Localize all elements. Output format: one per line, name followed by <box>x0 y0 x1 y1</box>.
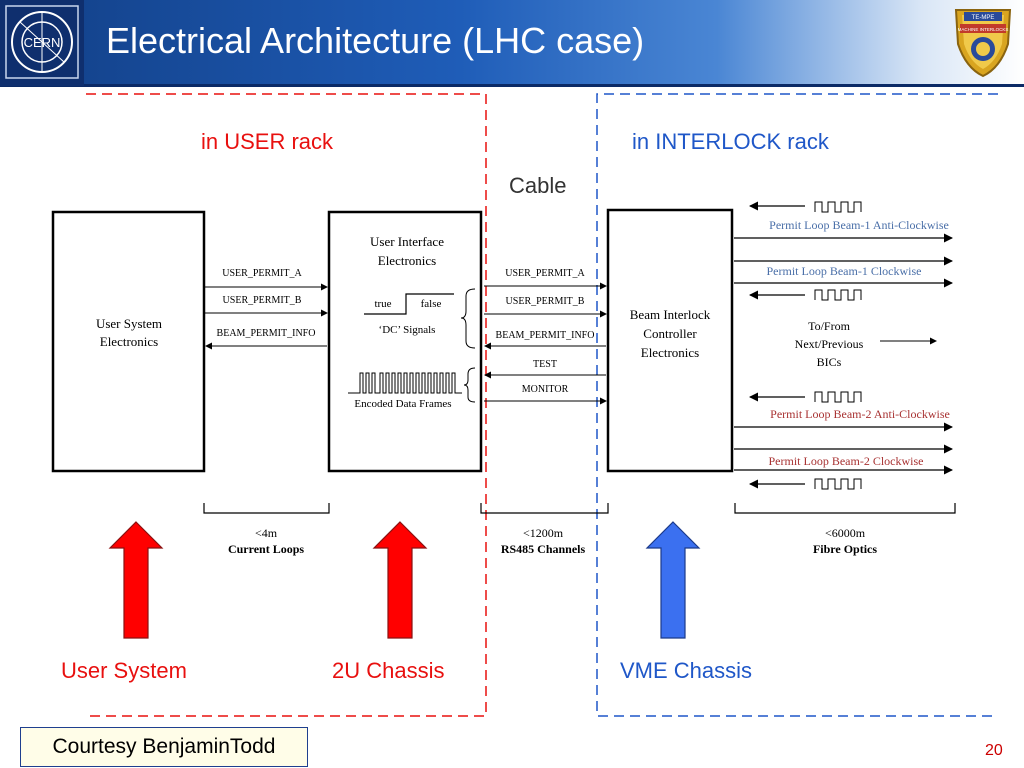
signal-label: MONITOR <box>522 384 569 395</box>
vme-chassis-caption: VME Chassis <box>620 658 753 683</box>
cern-logo-text: CERN <box>24 35 61 50</box>
loop-label-b1-anticlockwise: Permit Loop Beam-1 Anti-Clockwise <box>769 218 949 232</box>
chassis-2u-arrow-icon <box>372 521 428 639</box>
signal-label: BEAM_PERMIT_INFO <box>496 330 595 341</box>
span-fibre-distance: <6000m <box>825 526 866 540</box>
to-from-label: BICs <box>817 355 842 369</box>
interlock-rack-label: in INTERLOCK rack <box>632 129 829 154</box>
pulse-train <box>814 478 862 490</box>
encoded-frames-waveform <box>348 372 462 394</box>
brace <box>460 288 476 349</box>
span-rs485-name: RS485 Channels <box>501 542 586 556</box>
loop-label-b2-clockwise: Permit Loop Beam-2 Clockwise <box>769 454 924 468</box>
courtesy-box: Courtesy BenjaminTodd <box>20 727 308 767</box>
user-rack-border <box>86 93 487 717</box>
encoded-frames-caption: Encoded Data Frames <box>354 398 451 410</box>
span-bracket-fibre <box>734 503 956 514</box>
user-interface-label: User Interface <box>370 234 444 249</box>
pulse-train <box>814 201 862 213</box>
title-bar <box>0 0 1024 86</box>
span-current-distance: <4m <box>255 526 278 540</box>
loop-label-b2-anticlockwise: Permit Loop Beam-2 Anti-Clockwise <box>770 407 950 421</box>
vme-chassis-arrow-icon <box>645 521 701 639</box>
bic-label: Beam Interlock <box>630 307 711 322</box>
signal-label: TEST <box>533 359 557 370</box>
page-number: 20 <box>985 742 1003 759</box>
brace <box>463 367 476 403</box>
span-rs485-distance: <1200m <box>523 526 564 540</box>
user-system-label: Electronics <box>100 334 158 349</box>
pulse-train <box>814 391 862 403</box>
user-system-caption: User System <box>61 658 187 683</box>
signal-label: USER_PERMIT_B <box>223 295 302 306</box>
interlock-rack-border <box>596 93 998 717</box>
chassis-2u-caption: 2U Chassis <box>332 658 445 683</box>
user-interface-label: Electronics <box>378 253 436 268</box>
span-bracket-current <box>203 503 330 514</box>
page-title: Electrical Architecture (LHC case) <box>106 20 645 61</box>
signal-label: USER_PERMIT_A <box>222 268 302 279</box>
signal-label: USER_PERMIT_B <box>506 296 585 307</box>
cern-logo: CERN <box>0 0 84 86</box>
badge-top-text: TE-MPE <box>972 15 995 21</box>
to-from-label: To/From <box>808 319 850 333</box>
user-system-arrow-icon <box>108 521 164 639</box>
bic-label: Electronics <box>641 345 699 360</box>
signal-label: USER_PERMIT_A <box>505 268 585 279</box>
bic-label: Controller <box>643 326 697 341</box>
to-from-label: Next/Previous <box>795 337 864 351</box>
cable-label: Cable <box>509 173 567 198</box>
bic-box <box>606 208 734 473</box>
dc-true-label: true <box>374 298 391 310</box>
user-interface-box <box>327 210 483 473</box>
signal-label: BEAM_PERMIT_INFO <box>217 328 316 339</box>
pulse-train <box>814 289 862 301</box>
title-underline <box>0 84 1024 87</box>
span-fibre-name: Fibre Optics <box>813 542 877 556</box>
dc-signals-caption: ‘DC’ Signals <box>379 324 436 336</box>
loop-label-b1-clockwise: Permit Loop Beam-1 Clockwise <box>767 264 922 278</box>
span-bracket-rs485 <box>480 503 609 514</box>
user-system-label: User System <box>96 316 162 331</box>
user-rack-label: in USER rack <box>201 129 334 154</box>
dc-false-label: false <box>421 298 442 310</box>
badge-ribbon-text: MACHINE INTERLOCKS <box>958 27 1009 32</box>
dc-signal-waveform <box>364 293 454 315</box>
span-current-name: Current Loops <box>228 542 304 556</box>
machine-interlocks-badge: TE-MPE MACHINE INTERLOCKS <box>950 4 1016 85</box>
user-system-box <box>51 210 206 473</box>
